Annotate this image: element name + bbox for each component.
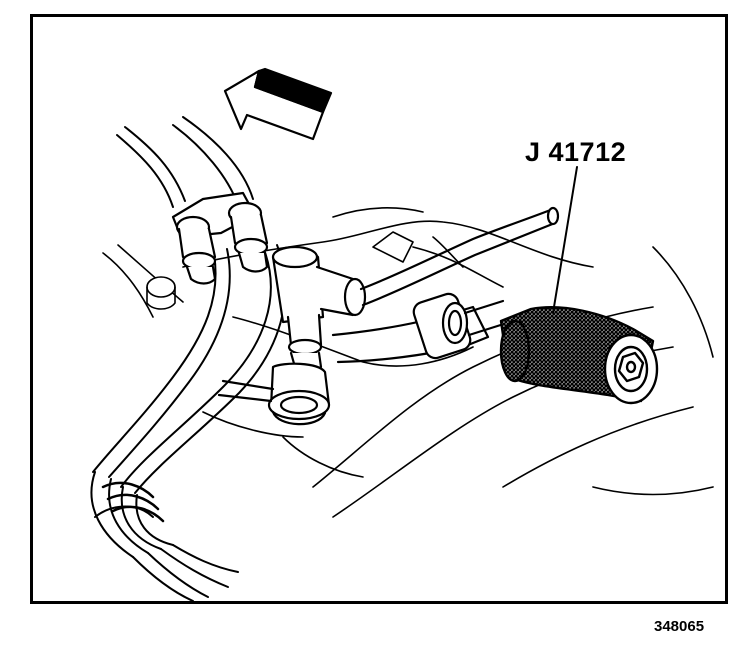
adapter-rod [331,292,509,364]
diagram-frame: J 41712 [30,14,728,604]
fitting-block [171,191,269,285]
callout-leader-line [552,166,578,314]
figure-id: 348065 [654,618,705,635]
direction-arrow-icon [223,67,333,141]
fuel-lines [90,116,287,601]
elbow-fitting [217,362,331,426]
tool-callout-label: J 41712 [525,137,627,167]
illustration [90,67,714,601]
engine-housing [102,207,714,518]
tool-j41712 [499,306,659,405]
tee-fitting [271,206,560,373]
